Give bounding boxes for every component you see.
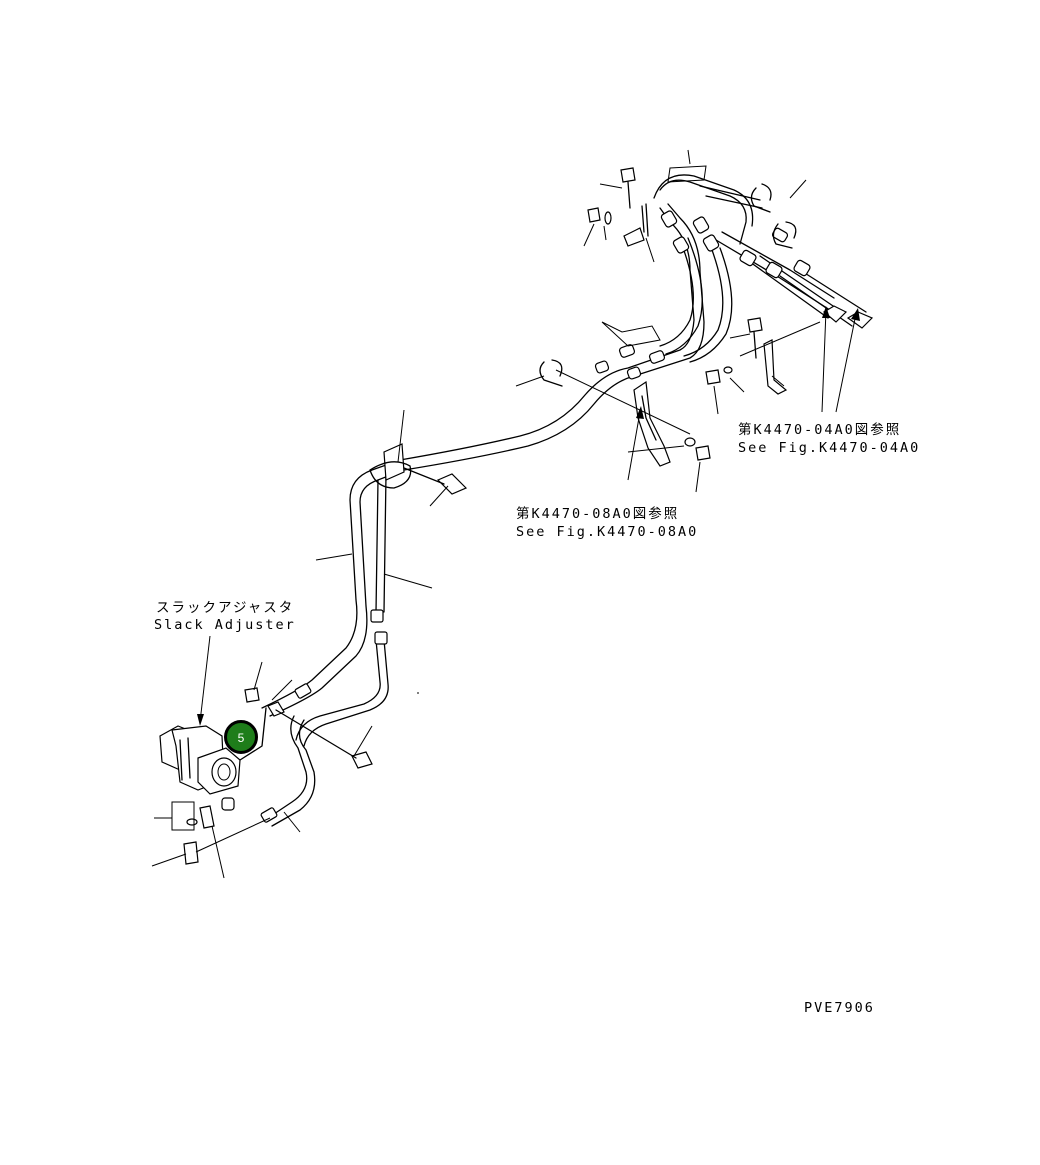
ref-k4470-04a0-en: See Fig.K4470-04A0 bbox=[738, 440, 921, 456]
hardware bbox=[183, 167, 763, 865]
reference-arrows bbox=[197, 306, 860, 726]
callout-5-badge[interactable]: 5 bbox=[224, 720, 258, 754]
pipe-fittings bbox=[221, 210, 811, 823]
main-tube-assembly bbox=[261, 203, 705, 827]
ref-k4470-08a0-en: See Fig.K4470-08A0 bbox=[516, 524, 699, 540]
u-bolts bbox=[539, 183, 797, 387]
slack-adjuster-label-en: Slack Adjuster bbox=[154, 617, 296, 633]
callout-5-number: 5 bbox=[237, 731, 245, 745]
ref-k4470-08a0-jp: 第K4470-08A0図参照 bbox=[516, 506, 680, 522]
ref-k4470-04a0-jp: 第K4470-04A0図参照 bbox=[738, 422, 902, 438]
brackets bbox=[623, 203, 788, 467]
slack-adjuster-label-jp: スラックアジャスタ bbox=[156, 600, 295, 616]
slack-adjuster bbox=[159, 707, 267, 795]
centre-clamp bbox=[369, 443, 468, 495]
leader-lines bbox=[151, 149, 821, 879]
upper-hoses bbox=[653, 174, 874, 363]
drawing-number: PVE7906 bbox=[804, 1000, 875, 1016]
